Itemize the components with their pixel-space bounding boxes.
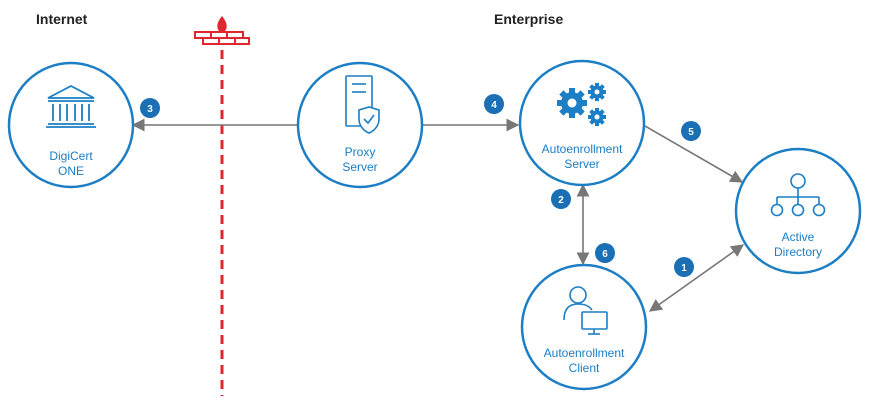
proxy-label-line1: Proxy bbox=[345, 145, 376, 159]
connector-arrows bbox=[131, 118, 745, 312]
ae-server-label-line2: Server bbox=[564, 157, 599, 171]
ae-client-label-line2: Client bbox=[569, 361, 600, 375]
step-number: 2 bbox=[558, 195, 564, 206]
step-badge-3: 3 bbox=[140, 98, 160, 118]
step-badge-6: 6 bbox=[595, 243, 615, 263]
active-directory-node: Active Directory bbox=[734, 147, 862, 275]
user-computer-icon bbox=[563, 286, 608, 335]
proxy-label-line2: Server bbox=[342, 160, 377, 174]
gears-icon bbox=[557, 83, 606, 126]
proxy-server-node: Proxy Server bbox=[296, 61, 424, 189]
firewall-icon bbox=[194, 16, 250, 396]
bank-building-icon bbox=[46, 84, 96, 128]
ad-label-line2: Directory bbox=[774, 245, 822, 259]
step-badge-4: 4 bbox=[484, 94, 504, 114]
ad-label-line1: Active bbox=[782, 230, 815, 244]
step-number: 3 bbox=[147, 104, 153, 115]
ae-server-label-line1: Autoenrollment bbox=[542, 142, 623, 156]
arrow-ad-ae-client bbox=[648, 244, 745, 312]
digicert-one-node: DigiCert ONE bbox=[7, 61, 135, 189]
enterprise-zone-label: Enterprise bbox=[494, 11, 563, 27]
step-number: 6 bbox=[602, 249, 608, 260]
step-badge-2: 2 bbox=[551, 189, 571, 209]
org-tree-icon bbox=[770, 173, 826, 217]
ae-client-label-line1: Autoenrollment bbox=[544, 346, 625, 360]
digicert-label-line1: DigiCert bbox=[49, 149, 93, 163]
step-badge-1: 1 bbox=[674, 257, 694, 277]
autoenrollment-server-node: Autoenrollment Server bbox=[518, 59, 646, 187]
autoenrollment-client-node: Autoenrollment Client bbox=[520, 263, 648, 391]
server-shield-icon bbox=[345, 75, 380, 134]
arrow-ae-server-to-ad bbox=[644, 125, 744, 183]
internet-zone-label: Internet bbox=[36, 11, 88, 27]
step-number: 1 bbox=[681, 263, 687, 274]
step-number: 4 bbox=[491, 100, 497, 111]
step-badge-5: 5 bbox=[681, 121, 701, 141]
step-number: 5 bbox=[688, 127, 694, 138]
digicert-label-line2: ONE bbox=[58, 164, 84, 178]
